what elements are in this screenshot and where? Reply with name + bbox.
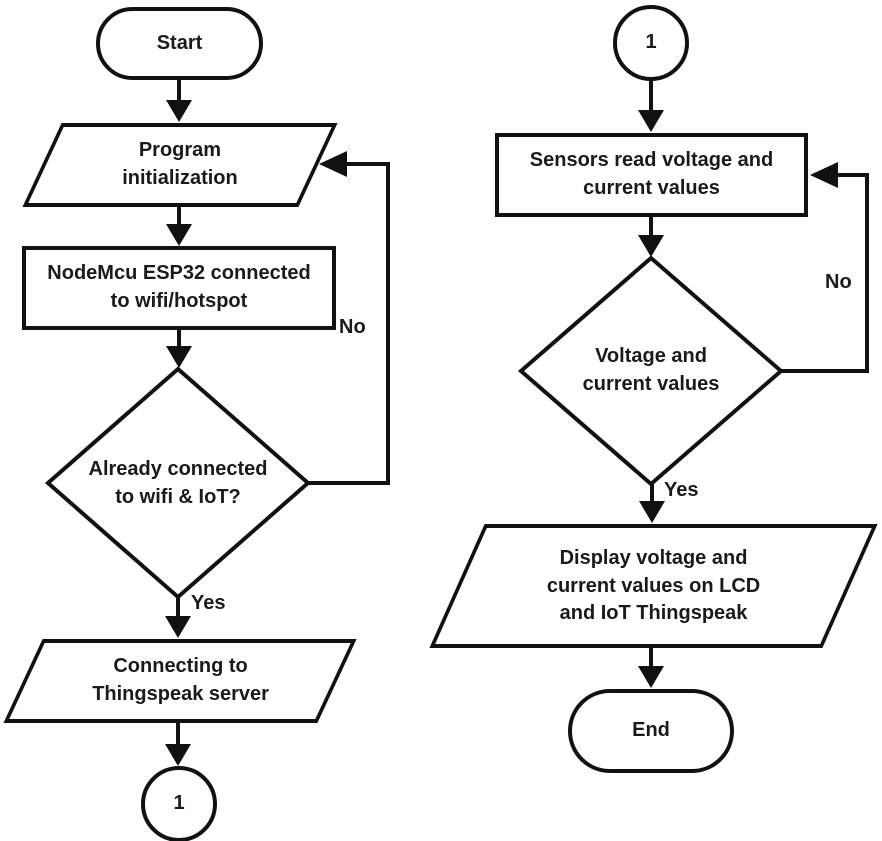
connector-1-left-node: 1	[141, 766, 217, 841]
arrowhead-icon	[638, 666, 664, 688]
arrowhead-icon	[319, 151, 347, 177]
voltage-current-decision-label: Voltage and current values	[582, 345, 720, 395]
connector-1-left-label: 1	[173, 792, 185, 815]
arrowhead-icon	[166, 224, 192, 246]
end-label: End	[632, 719, 670, 742]
wifi-iot-decision-shape	[44, 366, 312, 600]
edge-decision-no-loop-left	[306, 162, 390, 485]
nodemcu-esp32-node: NodeMcu ESP32 connected to wifi/hotspot	[22, 246, 336, 330]
start-label: Start	[156, 31, 203, 54]
arrowhead-icon	[638, 235, 664, 257]
arrowhead-icon	[165, 616, 191, 638]
arrowhead-icon	[165, 744, 191, 766]
arrowhead-icon	[638, 110, 664, 132]
arrowhead-icon	[166, 100, 192, 122]
connecting-thingspeak-node: Connecting to Thingspeak server	[3, 639, 357, 723]
nodemcu-esp32-label: NodeMcu ESP32 connected to wifi/hotspot	[47, 262, 311, 312]
voltage-current-decision-shape	[517, 255, 785, 487]
wifi-iot-decision-label: Already connected to wifi & IoT?	[88, 458, 268, 508]
sensors-read-node: Sensors read voltage and current values	[495, 133, 808, 217]
no-edge-label: No	[339, 316, 366, 338]
connector-1-right-label: 1	[645, 31, 657, 54]
arrowhead-icon	[810, 162, 838, 188]
start-node: Start	[96, 7, 263, 80]
yes-edge-label: Yes	[191, 592, 226, 614]
display-values-node: Display voltage and current values on LC…	[429, 524, 878, 648]
program-initialization-node: Program initialization	[22, 123, 338, 207]
connecting-thingspeak-label: Connecting to Thingspeak server	[91, 655, 269, 705]
no-edge-label: No	[825, 271, 852, 293]
arrowhead-icon	[166, 346, 192, 368]
display-values-label: Display voltage and current values on LC…	[546, 546, 761, 624]
sensors-read-label: Sensors read voltage and current values	[529, 149, 774, 199]
connector-1-right-node: 1	[613, 5, 689, 81]
end-node: End	[568, 689, 734, 773]
arrowhead-icon	[639, 501, 665, 523]
edge-decision-no-loop-right	[779, 173, 869, 373]
program-initialization-label: Program initialization	[122, 139, 238, 189]
yes-edge-label: Yes	[664, 479, 699, 501]
